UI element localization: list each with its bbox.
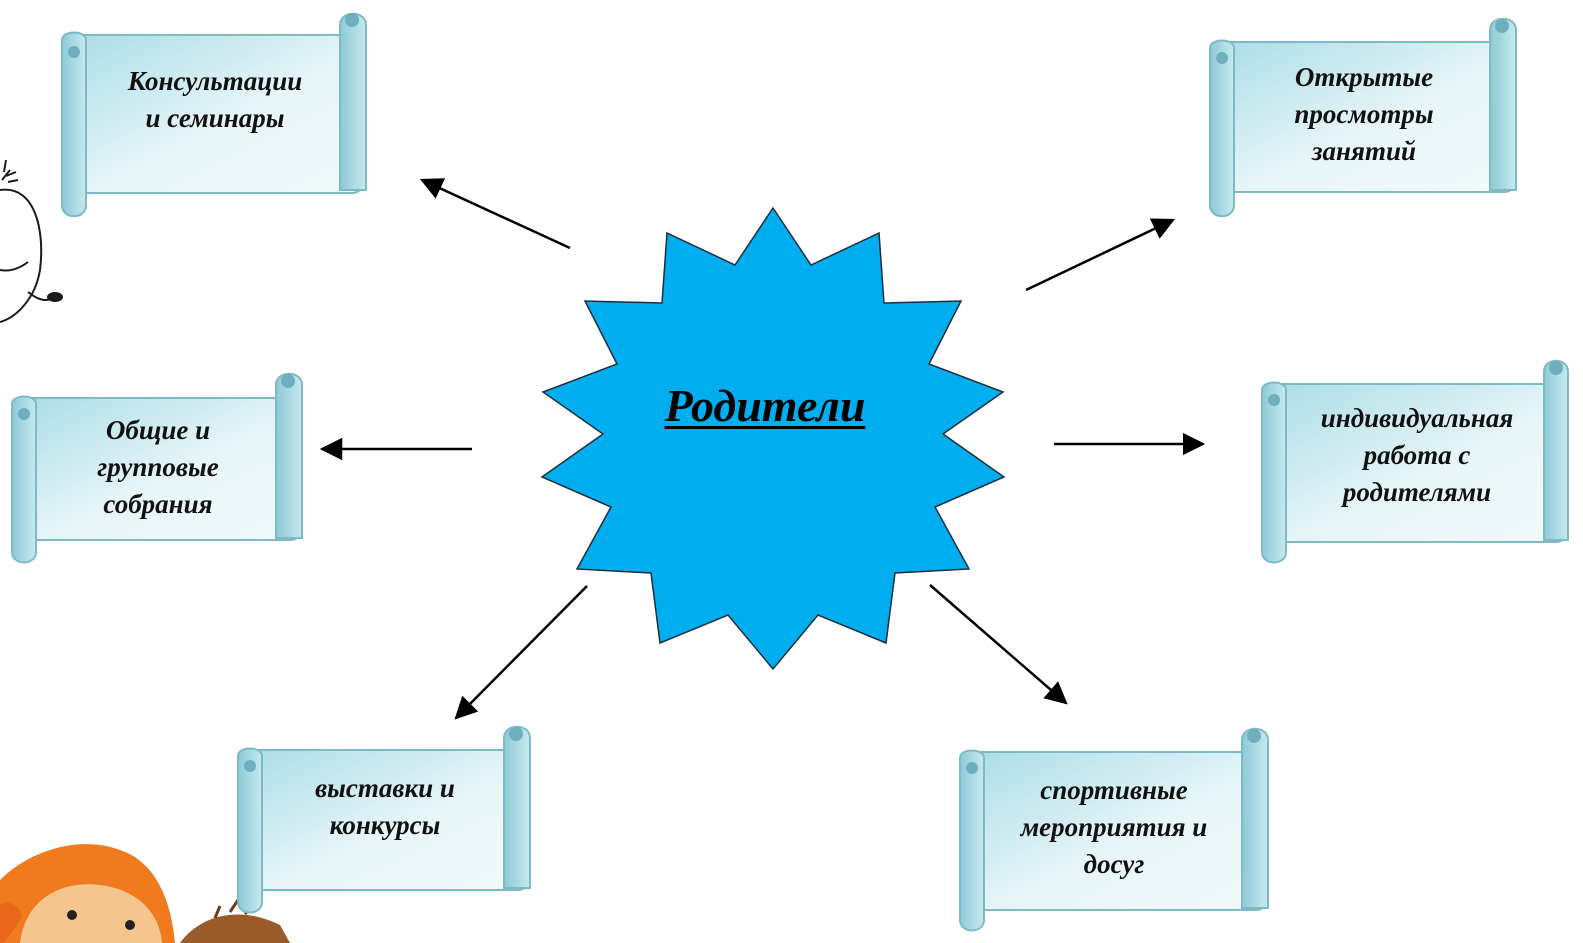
node-meetings-line-3: собрания <box>103 488 213 519</box>
node-sports-line-1: спортивные <box>1040 774 1188 805</box>
node-meetings-line-1: Общие и <box>105 414 211 445</box>
node-individual-work-line-1: индивидуальная <box>1320 402 1514 433</box>
node-open-lessons-line-1: Открытые <box>1294 61 1434 92</box>
arrow-to-consultations <box>419 178 571 250</box>
node-sports: спортивные мероприятия и досуг <box>986 768 1242 886</box>
connector-arrows <box>319 178 1206 720</box>
node-consultations: Консультации и семинары <box>90 45 340 155</box>
node-individual-work-line-2: работа с <box>1363 439 1471 470</box>
arrow-to-exhibitions <box>454 585 588 720</box>
node-open-lessons: Открытые просмотры занятий <box>1238 55 1490 173</box>
arrow-to-sports <box>929 584 1068 705</box>
node-open-lessons-line-2: просмотры <box>1294 98 1434 129</box>
node-sports-line-3: досуг <box>1083 848 1145 879</box>
node-sports-line-2: мероприятия и <box>1020 811 1208 842</box>
node-exhibitions: выставки и конкурсы <box>266 752 504 862</box>
cartoon-children-heads <box>0 844 290 943</box>
node-consultations-line-1: Консультации <box>127 66 303 96</box>
node-consultations-line-2: и семинары <box>145 103 285 133</box>
center-star <box>540 206 1006 671</box>
center-label: Родители <box>664 379 866 431</box>
node-exhibitions-line-2: конкурсы <box>329 810 441 840</box>
scroll-meetings <box>11 372 303 564</box>
scroll-consultations <box>61 12 367 218</box>
node-meetings: Общие и групповые собрания <box>40 408 276 526</box>
scroll-individual-work <box>1261 359 1569 564</box>
node-exhibitions-line-1: выставки и <box>315 773 455 803</box>
scroll-sports <box>959 727 1269 932</box>
scroll-open-lessons <box>1209 17 1517 218</box>
scroll-exhibitions <box>237 725 531 914</box>
node-open-lessons-line-3: занятий <box>1312 135 1416 166</box>
cartoon-child-doodle <box>0 159 63 323</box>
arrow-to-open-lessons <box>1025 218 1176 292</box>
node-meetings-line-2: групповые <box>97 451 219 482</box>
node-individual-work-line-3: родителями <box>1342 476 1492 507</box>
node-individual-work: индивидуальная работа с родителями <box>1290 396 1544 514</box>
